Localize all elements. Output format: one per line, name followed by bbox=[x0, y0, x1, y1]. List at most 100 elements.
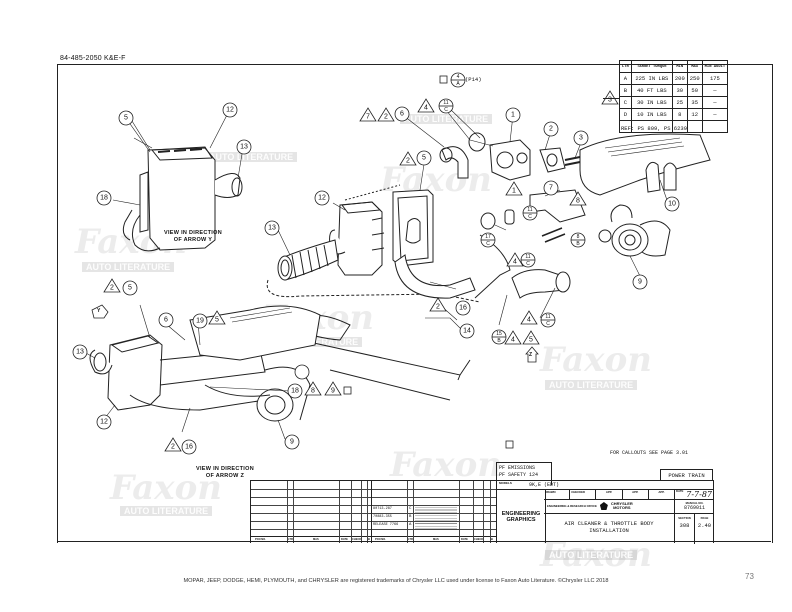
svg-text:1: 1 bbox=[512, 188, 516, 195]
revision-pcn: RELEASE 7766 bbox=[373, 523, 399, 527]
col-date-2: DATE bbox=[461, 538, 468, 541]
svg-text:5: 5 bbox=[128, 285, 132, 292]
square-marker bbox=[343, 386, 352, 395]
document-number: 84-485-2050 K&E-F bbox=[60, 55, 126, 62]
triangle-2c: 2 bbox=[429, 297, 447, 312]
reference-note: REF: PS 809, PS 6239 bbox=[621, 125, 688, 132]
office-label: ENGINEERING & RESEARCH OFFICE bbox=[547, 504, 597, 508]
triangle-9: 9 bbox=[324, 381, 342, 396]
svg-text:2: 2 bbox=[384, 114, 388, 121]
callout-14: 14 bbox=[459, 323, 475, 339]
col-ltr: LTR bbox=[288, 538, 293, 541]
callout-10: 10 bbox=[664, 196, 680, 212]
air-cleaner-housing bbox=[329, 201, 385, 276]
revision-ltr: B bbox=[409, 515, 412, 519]
square-marker bbox=[505, 440, 514, 449]
callout-13c: 13 bbox=[72, 344, 88, 360]
callout-5b: 5 bbox=[416, 150, 432, 166]
callout-9: 9 bbox=[632, 274, 648, 290]
models-value: 9K,E (EDT) bbox=[529, 482, 560, 488]
col-mas: MAS bbox=[313, 538, 319, 541]
watermark-subtitle: AUTO LITERATURE bbox=[545, 380, 638, 390]
triangle-4c: 4 bbox=[520, 310, 538, 325]
checked-label: CHECKED bbox=[570, 489, 597, 499]
manual-label: MANUAL NO. bbox=[685, 501, 704, 505]
triangle-5b: 5 bbox=[208, 310, 226, 325]
callout-13b: 13 bbox=[264, 220, 280, 236]
svg-text:16: 16 bbox=[185, 444, 193, 451]
triangle-4b: 4 bbox=[506, 252, 524, 267]
col-pcn-2: PCN NO. bbox=[375, 538, 386, 541]
svg-text:5: 5 bbox=[529, 337, 533, 344]
revision-ltr: A bbox=[409, 523, 412, 527]
callout-5c: 5 bbox=[122, 280, 138, 296]
callout-13: 13 bbox=[236, 139, 252, 155]
svg-text:5: 5 bbox=[422, 155, 426, 162]
app-label: APP. bbox=[596, 489, 623, 499]
revision-ltr: C bbox=[409, 507, 412, 511]
svg-text:12: 12 bbox=[100, 419, 108, 426]
callout-11c-c: 11C bbox=[540, 312, 556, 328]
callout-5: 5 bbox=[118, 110, 134, 126]
triangle-8: 8 bbox=[569, 191, 587, 206]
svg-text:8: 8 bbox=[576, 198, 580, 205]
svg-text:8: 8 bbox=[577, 234, 580, 240]
callout-11c: 11C bbox=[438, 98, 454, 114]
callout-1: 1 bbox=[505, 107, 521, 123]
svg-text:6: 6 bbox=[164, 317, 168, 324]
triangle-3: 3 bbox=[601, 90, 619, 105]
svg-text:B: B bbox=[497, 338, 501, 344]
callout-2: 2 bbox=[543, 121, 559, 137]
svg-text:C: C bbox=[526, 261, 530, 267]
date-label: DATE bbox=[676, 489, 684, 493]
callout-12c: 12 bbox=[96, 414, 112, 430]
svg-text:7: 7 bbox=[366, 114, 370, 121]
svg-text:10: 10 bbox=[668, 201, 676, 208]
header-min-audit: MIN AUDIT bbox=[701, 60, 729, 73]
svg-text:4: 4 bbox=[513, 259, 517, 266]
svg-text:15: 15 bbox=[496, 331, 502, 337]
triangle-8b: 8 bbox=[304, 381, 322, 396]
callout-19: 19 bbox=[192, 313, 208, 329]
air-filter-frame bbox=[392, 189, 434, 267]
models-label: MODELS bbox=[499, 481, 512, 485]
watermark-subtitle: AUTO LITERATURE bbox=[205, 152, 298, 162]
page-number: 73 bbox=[745, 572, 754, 581]
callout-16: 16 bbox=[455, 300, 471, 316]
svg-text:2: 2 bbox=[406, 158, 410, 165]
col-check-2: CHECK bbox=[474, 538, 484, 541]
date-value: 7-7-87 bbox=[686, 490, 712, 499]
callout-18: 18 bbox=[96, 190, 112, 206]
engineering-graphics: ENGINEERING GRAPHICS bbox=[496, 489, 546, 543]
svg-text:6: 6 bbox=[400, 111, 404, 118]
section-label: SECTION bbox=[678, 516, 691, 520]
svg-text:18: 18 bbox=[100, 195, 108, 202]
col-ltr-2: LTR bbox=[408, 538, 413, 541]
svg-text:13: 13 bbox=[240, 144, 248, 151]
emissions-box: PF EMISSIONS PF SAFETY 124 bbox=[496, 462, 552, 485]
callout-6: 6 bbox=[394, 106, 410, 122]
triangle-7: 7 bbox=[359, 107, 377, 122]
page-value: 2.40 bbox=[697, 522, 712, 529]
note-triangles: 7 2 4 2 1 8 4 4 4 5 2 2 5 8 9 2 3 bbox=[103, 90, 619, 452]
arrow-z-label: Z bbox=[529, 352, 533, 358]
turbocharger bbox=[610, 204, 671, 257]
page-label: PAGE bbox=[700, 516, 709, 520]
svg-text:C: C bbox=[546, 321, 550, 327]
svg-text:5: 5 bbox=[215, 317, 219, 324]
triangle-2d: 2 bbox=[103, 278, 121, 293]
svg-text:C: C bbox=[486, 241, 490, 247]
watermark-subtitle: AUTO LITERATURE bbox=[82, 262, 175, 272]
svg-text:4: 4 bbox=[527, 317, 531, 324]
callout-8b: 8B bbox=[570, 232, 586, 248]
callout-blank bbox=[294, 364, 310, 380]
triangle-2b: 2 bbox=[399, 151, 417, 166]
callout-12b: 12 bbox=[314, 190, 330, 206]
trademark-footer: MOPAR, JEEP, DODGE, HEMI, PLYMOUTH, and … bbox=[183, 578, 609, 584]
